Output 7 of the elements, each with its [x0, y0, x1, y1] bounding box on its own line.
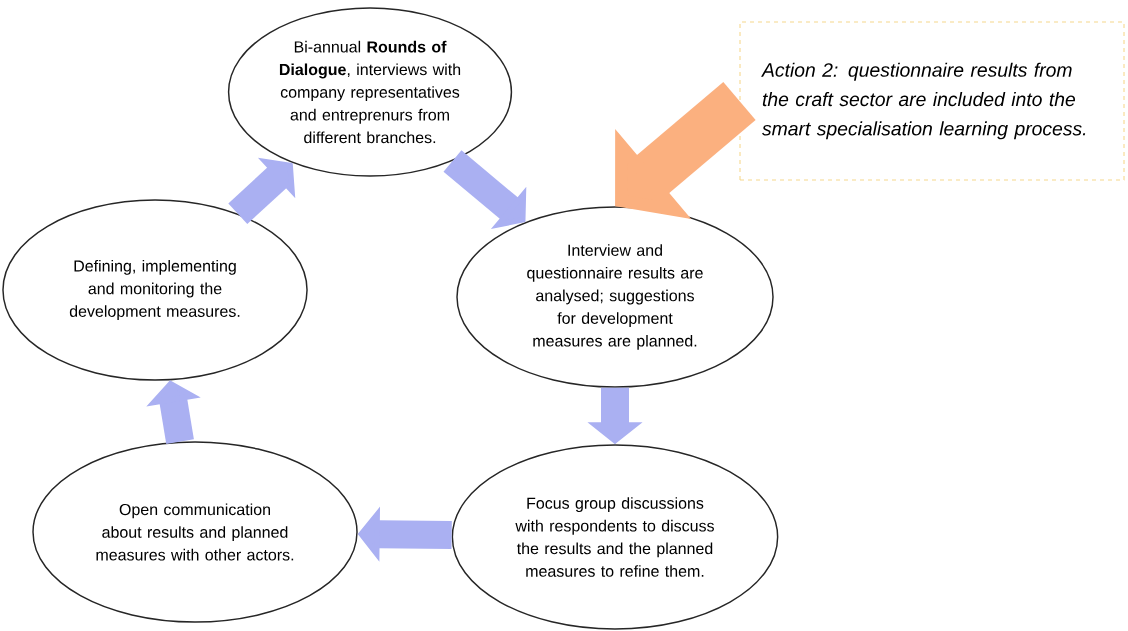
ellipse-node: Interview and questionnaire results are analysed; suggestions for development measures are planned.	[456, 206, 774, 388]
ellipse-node: Focus group discussions with respondents to discuss the results and the planned measures to refine them.	[451, 444, 779, 630]
block-arrow	[615, 81, 756, 219]
ellipse-node: Open communication about results and planned measures with other actors.	[32, 441, 358, 623]
note-box: Action 2: questionnaire results from the craft sector are included into the smart specialisation learning process.	[739, 21, 1125, 181]
ellipse-node: Bi-annual Rounds of Dialogue, interviews with company representatives and entreprenurs from different branches.	[227, 7, 513, 177]
ellipse-node: Defining, implementing and monitoring the development measures.	[2, 199, 308, 381]
